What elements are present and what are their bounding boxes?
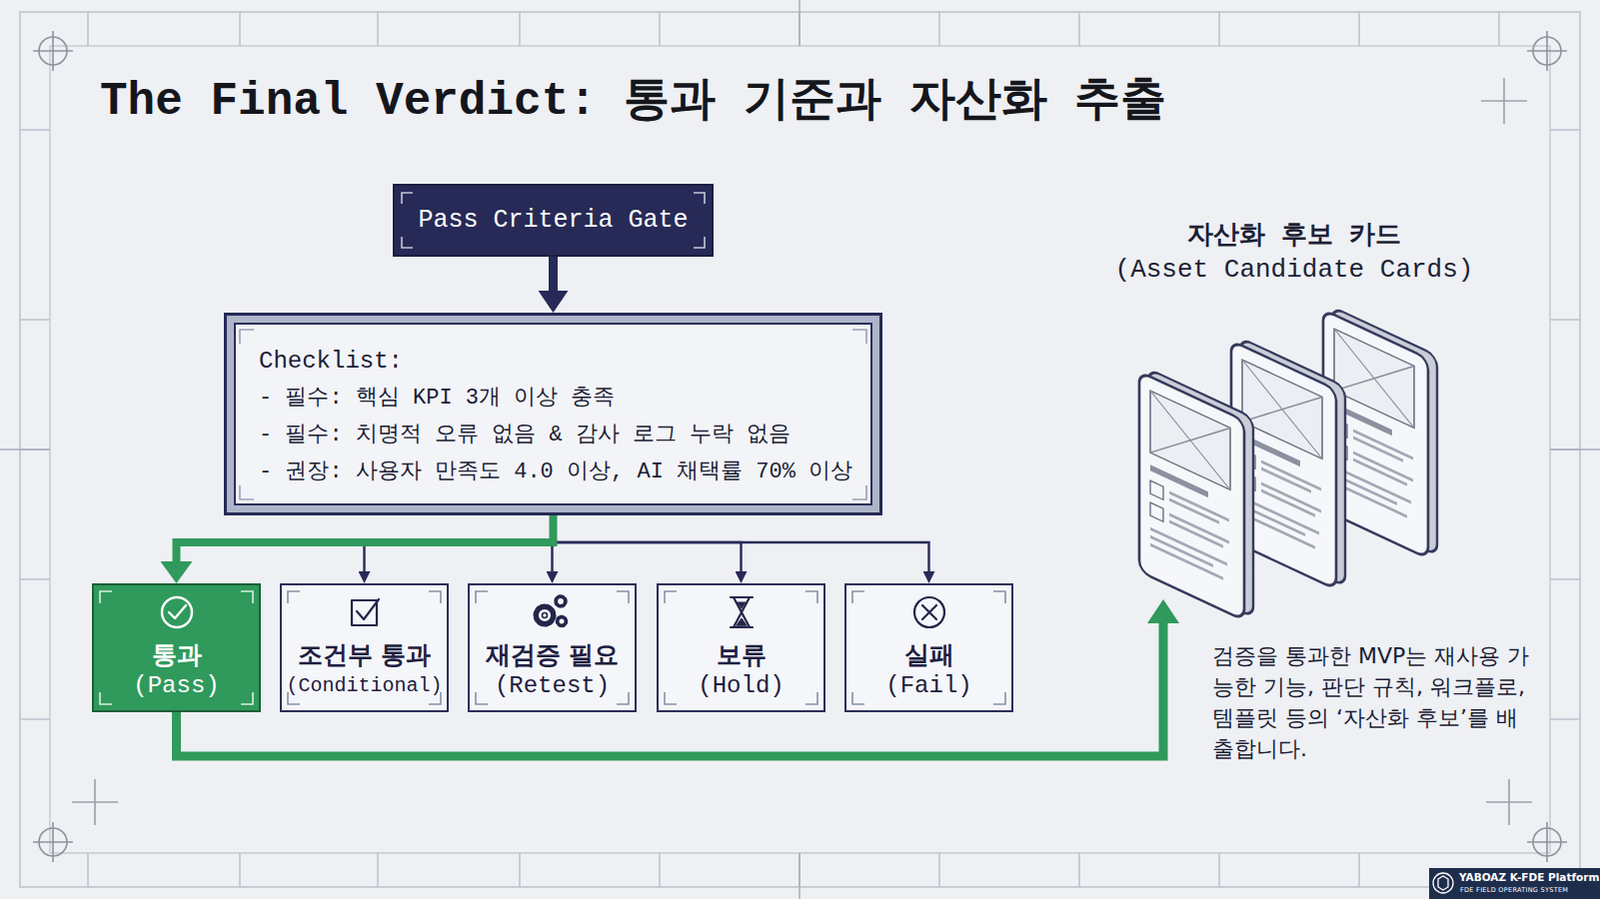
- crosshair: [32, 822, 73, 863]
- crosshair: [1527, 30, 1568, 71]
- group-heading: 자산화 후보 카드: [1089, 219, 1500, 252]
- checklist-item: - 필수: 핵심 KPI 3개 이상 충족: [258, 379, 871, 417]
- outer-frame: [19, 11, 1581, 888]
- verdict-box: 통과(Pass): [91, 583, 261, 713]
- verdict-box: 보류(Hold): [656, 583, 826, 713]
- flow-arrow: [553, 515, 930, 572]
- footer-tagline: FDE FIELD OPERATING SYSTEM: [1460, 886, 1569, 895]
- group-subheading: (Asset Candidate Cards): [1089, 253, 1500, 286]
- verdict-label: 조건부 통과: [297, 639, 432, 672]
- bottom-ticks: [87, 853, 1360, 888]
- asset-cards-illustration: [1139, 302, 1438, 625]
- footer-brand: YABOAZ K-FDE Platform: [1459, 871, 1600, 885]
- asset-card: [1323, 302, 1438, 563]
- verdict-box: 실패(Fail): [844, 583, 1014, 713]
- checklist-item: - 필수: 치명적 오류 없음 & 감사 로그 누락 없음: [258, 416, 871, 454]
- diagram-title: The Final Verdict: 통과 기준과 자산화 추출: [99, 71, 1167, 132]
- verdict-box: 재검증 필요(Retest): [467, 583, 637, 713]
- side-ticks: [19, 129, 1581, 720]
- group-description: 검증을 통과한 MVP는 재사용 가능한 기능, 판단 규칙, 워크플로, 템플…: [1212, 640, 1538, 765]
- gate-box: Pass Criteria Gate: [392, 183, 714, 257]
- checklist-box: Checklist:- 필수: 핵심 KPI 3개 이상 충족- 필수: 치명적…: [223, 312, 883, 516]
- verdict-sublabel: (Pass): [132, 671, 219, 702]
- top-ticks: [87, 11, 1500, 46]
- checklist-panel: Checklist:- 필수: 핵심 KPI 3개 이상 충족- 필수: 치명적…: [233, 322, 873, 506]
- decoration-shape: [1433, 873, 1454, 894]
- verdict-label: 재검증 필요: [485, 639, 620, 672]
- pass-flow-arrow: [176, 515, 554, 562]
- verdict-sublabel: (Fail): [885, 671, 972, 702]
- verdict-sublabel: (Hold): [697, 671, 784, 702]
- asset-card: [1139, 364, 1254, 625]
- asset-card: [1231, 333, 1346, 594]
- asset-card-group: 자산화 후보 카드(Asset Candidate Cards)검증을 통과한 …: [1129, 304, 1460, 600]
- verdict-sublabel: (Conditional): [285, 671, 442, 702]
- verdict-sublabel: (Retest): [494, 671, 610, 702]
- verdict-label: 실패: [904, 639, 955, 672]
- verdict-label: 통과: [151, 639, 202, 672]
- verdict-box: 조건부 통과(Conditional): [279, 583, 449, 713]
- decoration-shape: [1438, 876, 1449, 891]
- inner-frame: [49, 45, 1551, 854]
- box-label: Pass Criteria Gate: [417, 205, 688, 235]
- crosshair: [1527, 822, 1568, 863]
- checklist-item: - 권장: 사용자 만족도 4.0 이상, AI 채택률 70% 이상: [258, 453, 871, 491]
- footer-logo: [1433, 873, 1454, 894]
- checklist-heading: Checklist:: [258, 342, 871, 380]
- corner-crosshairs: [32, 30, 1568, 863]
- verdict-label: 보류: [716, 639, 767, 672]
- crosshair: [32, 30, 73, 71]
- flow-arrow: [548, 256, 558, 291]
